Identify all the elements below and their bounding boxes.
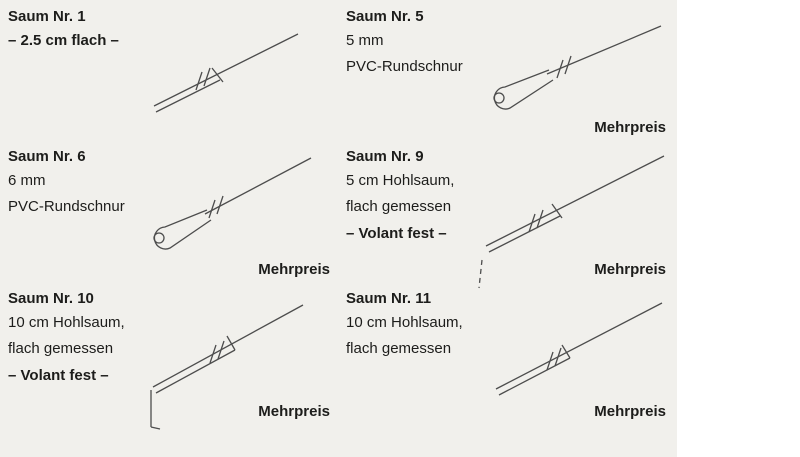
saum-panel-1: Saum Nr. 1 – 2.5 cm flach –	[0, 0, 336, 140]
saum-panel-6: Saum Nr. 6 6 mm PVC-Rundschnur Mehrpreis	[0, 140, 336, 282]
seam-drawing-hohlsaum-corner	[143, 293, 308, 435]
mehrpreis-label: Mehrpreis	[258, 403, 330, 420]
saum-spec: 5 cm Hohlsaum,	[346, 172, 455, 189]
saum-title: Saum Nr. 10	[8, 290, 94, 307]
saum-panel-11: Saum Nr. 11 10 cm Hohlsaum, flach gemess…	[336, 282, 676, 457]
saum-title: Saum Nr. 11	[346, 290, 432, 307]
saum-spec: flach gemessen	[346, 340, 452, 357]
page-background	[0, 0, 677, 457]
seam-drawing-pvc-cord	[143, 152, 315, 254]
saum-panel-10: Saum Nr. 10 10 cm Hohlsaum, flach gemess…	[0, 282, 336, 457]
saum-title: Saum Nr. 6	[8, 148, 86, 165]
saum-spec: flach gemessen	[346, 198, 452, 215]
saum-spec: 10 cm Hohlsaum,	[346, 314, 463, 331]
saum-spec: 5 mm	[346, 32, 384, 49]
saum-spec: PVC-Rundschnur	[346, 58, 463, 75]
saum-spec: flach gemessen	[8, 340, 114, 357]
seam-drawing-flat-hem	[148, 28, 303, 116]
saum-panel-5: Saum Nr. 5 5 mm PVC-Rundschnur Mehrpreis	[336, 0, 676, 140]
seam-drawing-hohlsaum	[488, 295, 666, 397]
volant-note: – Volant fest –	[8, 367, 109, 384]
saum-spec: – 2.5 cm flach –	[8, 32, 119, 49]
saum-title: Saum Nr. 9	[346, 148, 424, 165]
mehrpreis-label: Mehrpreis	[258, 261, 330, 278]
saum-spec: 6 mm	[8, 172, 46, 189]
saum-title: Saum Nr. 1	[8, 8, 86, 25]
saum-panel-9: Saum Nr. 9 5 cm Hohlsaum, flach gemessen…	[336, 140, 676, 282]
saum-title: Saum Nr. 5	[346, 8, 424, 25]
saum-spec: PVC-Rundschnur	[8, 198, 125, 215]
volant-note: – Volant fest –	[346, 225, 447, 242]
saum-spec: 10 cm Hohlsaum,	[8, 314, 125, 331]
mehrpreis-label: Mehrpreis	[594, 119, 666, 136]
mehrpreis-label: Mehrpreis	[594, 261, 666, 278]
seam-drawing-pvc-cord	[483, 22, 665, 114]
mehrpreis-label: Mehrpreis	[594, 403, 666, 420]
seam-drawing-hohlsaum-dashed	[476, 148, 668, 290]
